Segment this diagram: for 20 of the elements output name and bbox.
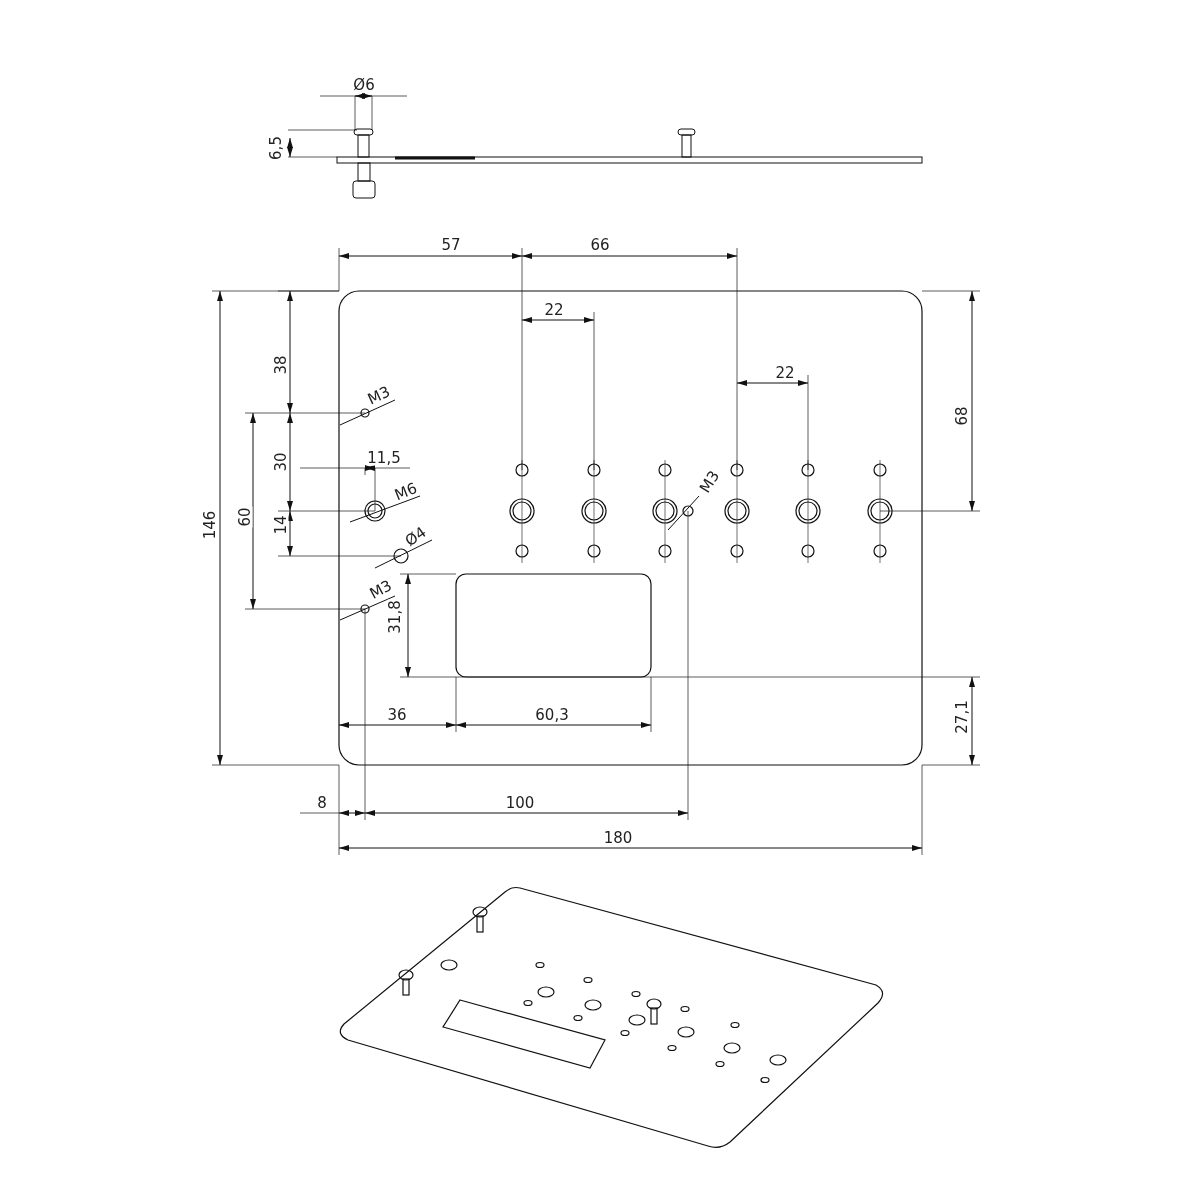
dimension-label: 22 [543,302,565,318]
dimension-label: 38 [273,354,289,376]
dimension-label: 66 [589,237,611,253]
dimension-label: 27,1 [954,699,970,735]
dimension-label: 8 [316,795,328,811]
dimension-label: 30 [273,451,289,473]
dimension-label: 14 [273,514,289,536]
dimension-label: 36 [386,707,408,723]
dimension-label: 11,5 [366,450,402,466]
dimension-label: 57 [440,237,462,253]
dimension-label: 100 [504,795,536,811]
dimension-label: 60 [237,506,253,528]
dimension-label: 68 [954,405,970,427]
dimension-label: Ø6 [352,77,376,93]
dimension-label: 6,5 [268,135,284,161]
dimension-label: 180 [602,830,634,846]
dimension-label: 146 [202,509,218,541]
dimension-label: 60,3 [534,707,570,723]
dimension-label: 31,8 [387,599,403,635]
dimension-label: 22 [774,365,796,381]
